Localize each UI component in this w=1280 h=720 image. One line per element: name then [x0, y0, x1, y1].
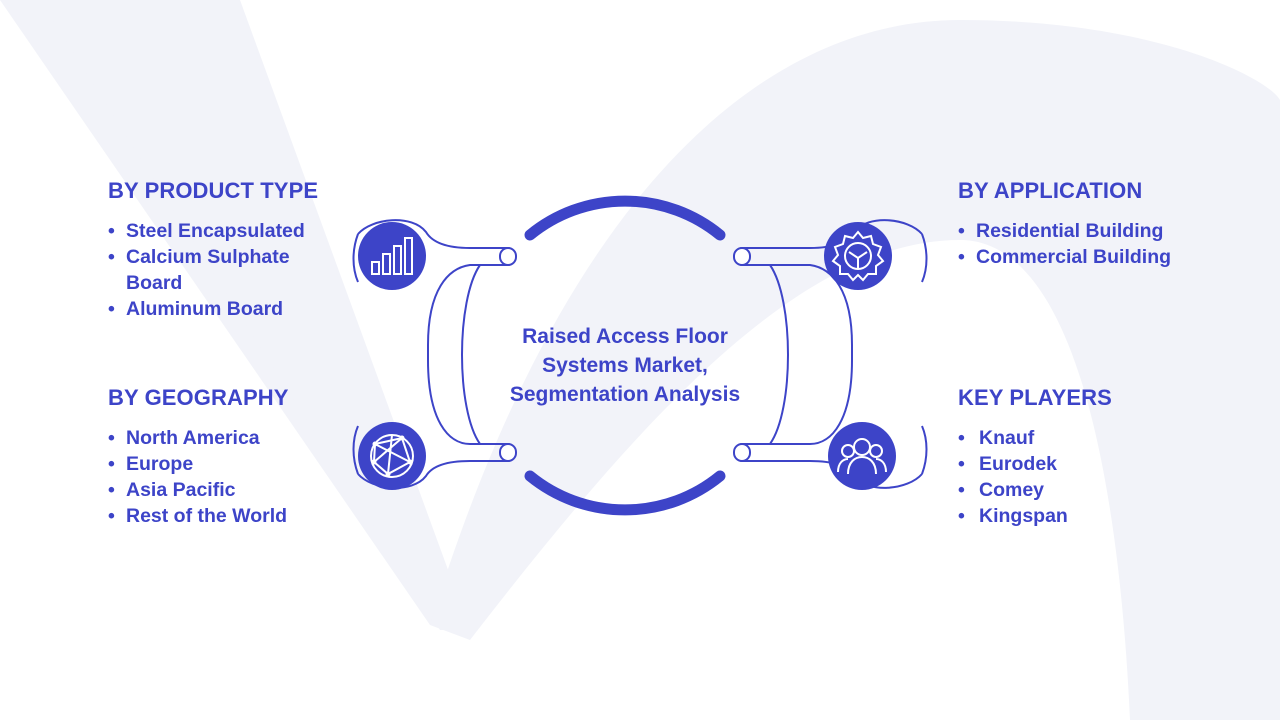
- list-item: Commercial Building: [958, 244, 1258, 270]
- list-item: Knauf: [958, 425, 1258, 451]
- list-item: Calcium Sulphate Board: [108, 244, 348, 296]
- list-item: Aluminum Board: [108, 296, 348, 322]
- bottom-arc: [524, 470, 726, 516]
- application-section: BY APPLICATION Residential Building Comm…: [958, 178, 1258, 270]
- list-item: North America: [108, 425, 348, 451]
- product-type-title: BY PRODUCT TYPE: [108, 178, 319, 203]
- application-list: Residential Building Commercial Building: [958, 218, 1258, 270]
- top-arc: [524, 195, 726, 241]
- globe-network-icon: [358, 422, 426, 490]
- list-item: Rest of the World: [108, 503, 348, 529]
- key-players-title: KEY PLAYERS: [958, 385, 1112, 410]
- product-type-section: BY PRODUCT TYPE Steel Encapsulated Calci…: [108, 178, 348, 322]
- key-players-section: KEY PLAYERS Knauf Eurodek Comey Kingspan: [958, 385, 1258, 529]
- geography-title: BY GEOGRAPHY: [108, 385, 289, 410]
- geography-list: North America Europe Asia Pacific Rest o…: [108, 425, 348, 529]
- list-item: Kingspan: [958, 503, 1258, 529]
- product-type-list: Steel Encapsulated Calcium Sulphate Boar…: [108, 218, 348, 322]
- users-group-icon: [828, 422, 896, 490]
- left-connector: [352, 219, 515, 489]
- list-item: Europe: [108, 451, 348, 477]
- list-item: Asia Pacific: [108, 477, 348, 503]
- list-item: Steel Encapsulated: [108, 218, 348, 244]
- list-item: Eurodek: [958, 451, 1258, 477]
- geography-section: BY GEOGRAPHY North America Europe Asia P…: [108, 385, 348, 529]
- list-item: Comey: [958, 477, 1258, 503]
- application-title: BY APPLICATION: [958, 178, 1143, 203]
- center-title: Raised Access Floor Systems Market, Segm…: [509, 325, 741, 406]
- bar-chart-icon: [358, 222, 426, 290]
- list-item: Residential Building: [958, 218, 1258, 244]
- gear-icon: [824, 222, 892, 290]
- key-players-list: Knauf Eurodek Comey Kingspan: [958, 425, 1258, 529]
